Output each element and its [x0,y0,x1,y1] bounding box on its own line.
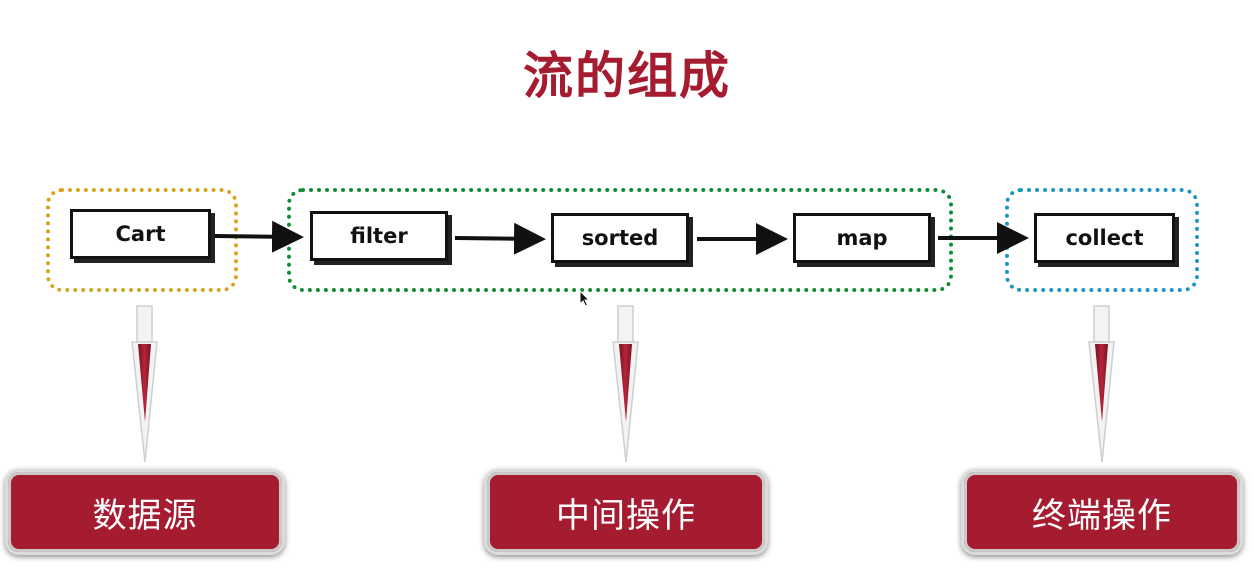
mouse-cursor-icon [579,290,591,307]
down-arrow-terminal [1088,305,1115,463]
source-group-frame [46,188,238,292]
label-intermediate-ops: 中间操作 [484,469,768,555]
arrow-cart-to-filter [214,220,304,253]
label-data-source: 数据源 [5,469,285,555]
label-terminal-ops: 终端操作 [961,469,1243,555]
terminal-box-collect: collect [1034,213,1175,263]
op-box-map: map [793,213,931,263]
arrow-filter-to-sorted [454,222,546,255]
page-title: 流的组成 [523,47,731,105]
down-arrow-source [131,305,158,463]
op-box-sorted: sorted [551,213,689,263]
down-arrow-intermediate [612,305,639,463]
source-box-cart: Cart [70,209,211,259]
op-box-filter: filter [310,211,448,261]
